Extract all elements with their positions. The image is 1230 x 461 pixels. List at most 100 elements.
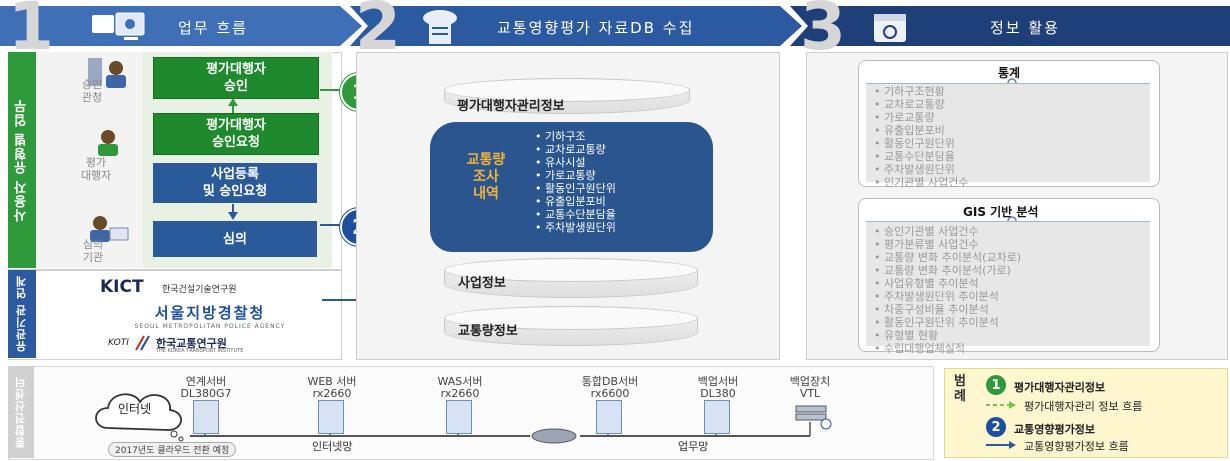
legend-circle-1: 1 xyxy=(986,375,1006,395)
police-logo: 서울지방경찰청 SEOUL METROPOLITAN POLICE AGENCY xyxy=(110,302,310,330)
gis-item: • 주차발생원단위 추이분석 xyxy=(874,290,999,303)
step-number-2: 2 xyxy=(355,0,401,65)
survey-item: • 가로교통량 xyxy=(535,169,596,182)
agent-info-db-label: 평가대행자관리정보 xyxy=(457,99,565,114)
project-info-db xyxy=(444,258,698,298)
server-link-icon xyxy=(193,400,219,434)
legend-solid-arrow-icon xyxy=(986,441,1016,449)
gis-item: • 교통량 변화 추이분석(교차로) xyxy=(874,251,1022,264)
gis-title: GIS 기반 분석 xyxy=(963,205,1039,219)
agent-info-db xyxy=(444,78,690,114)
gis-item: • 승인기관별 사업건수 xyxy=(874,225,979,238)
traffic-info-db xyxy=(444,306,698,346)
agent-approval-box[interactable]: 평가대행자 승인 xyxy=(153,57,319,99)
survey-db-title: 교통량 조사 내역 xyxy=(466,152,506,202)
review-box[interactable]: 심의 xyxy=(153,221,317,257)
koti-prefix: KOTI xyxy=(108,338,129,348)
agency-link-label: 유관기관 연계 xyxy=(8,270,36,358)
gis-list-bg xyxy=(866,221,1150,346)
stats-item: • 유출입분포비 xyxy=(874,124,945,137)
datacenter-label: 통합전산센터 xyxy=(8,366,34,458)
koti-stripes-icon xyxy=(135,335,150,351)
role-approval-office: 승인 관청 xyxy=(81,78,103,104)
internet-cloud-label: 인터넷 xyxy=(118,402,152,416)
project-registration-box[interactable]: 사업등록 및 승인요청 xyxy=(153,163,317,203)
gis-item: • 유형별 현황 xyxy=(874,329,939,342)
legend-agent-flow: 평가대행자관리 정보 흐름 xyxy=(1024,400,1143,413)
kict-name: 한국건설기술연구원 xyxy=(162,285,237,295)
stats-title: 통계 xyxy=(998,66,1021,80)
gis-item: • 교통량 변화 추이분석(가로) xyxy=(874,264,1011,277)
legend-title: 범례 xyxy=(954,374,966,404)
review-person-icon xyxy=(90,216,129,242)
user-type-label: 사용자 유형별 업무 xyxy=(8,52,36,268)
gis-item: • 평가분류별 사업건수 xyxy=(874,238,979,251)
stats-item: • 교통수단분담율 xyxy=(874,150,955,163)
role-review-agency: 심의 기관 xyxy=(82,238,104,264)
business-network-label: 업무망 xyxy=(678,440,709,453)
agencies-panel xyxy=(8,270,342,360)
legend-dashed-arrow-icon xyxy=(986,401,1016,409)
role-agent: 평가 대행자 xyxy=(80,156,112,182)
workflow-icon xyxy=(92,12,145,40)
traffic-info-db-label: 교통량정보 xyxy=(458,324,518,339)
stats-item: • 활동인구원단위 xyxy=(874,137,955,150)
server-was-icon xyxy=(446,400,472,434)
stats-list-bg xyxy=(866,83,1150,182)
survey-db xyxy=(430,122,713,252)
gis-item: • 활동인구원단위 추이분석 xyxy=(874,316,999,329)
survey-item: • 기하구조 xyxy=(535,130,586,143)
official-person-icon xyxy=(88,58,126,88)
legend-circle-2: 2 xyxy=(986,417,1006,437)
survey-item: • 활동인구원단위 xyxy=(535,182,616,195)
legend-impact-flow: 교통영향평가정보 흐름 xyxy=(1024,440,1129,453)
police-name-en: SEOUL METROPOLITAN POLICE AGENCY xyxy=(134,323,286,330)
survey-item: • 교차로교통량 xyxy=(535,143,606,156)
server-backup-icon xyxy=(704,400,730,434)
server-db-icon xyxy=(596,400,622,434)
survey-item: • 유출입분포비 xyxy=(535,195,606,208)
calendar-report-icon xyxy=(874,14,906,42)
step-title-2: 교통영향평가 자료DB 수집 xyxy=(497,19,695,37)
koti-name: 한국교통연구원 xyxy=(156,337,227,350)
workflow-arrows xyxy=(228,98,238,220)
stats-item: • 기하구조현황 xyxy=(874,85,945,98)
cloud-transition-note: 2017년도 클라우드 전환 예정 xyxy=(108,442,237,457)
stats-item: • 가로교통량 xyxy=(874,111,935,124)
legend-agent-info: 평가대행자관리정보 xyxy=(1014,381,1106,394)
legend-impact-info: 교통영향평가정보 xyxy=(1014,423,1095,436)
stats-list: • 기하구조현황 • 교차로교통량 • 가로교통량 • 유출입분포비 • 활동인… xyxy=(874,85,968,189)
step-title-3: 정보 활용 xyxy=(990,19,1060,37)
vtl-device-icon xyxy=(795,405,832,430)
stats-item: • 인기관별 사업건수 xyxy=(874,176,969,189)
gis-list: • 승인기관별 사업건수 • 평가분류별 사업건수 • 교통량 변화 추이분석(… xyxy=(874,225,1021,355)
police-name: 서울지방경찰청 xyxy=(154,304,266,322)
agent-person-icon xyxy=(98,130,118,156)
koti-logo: KOTI 한국교통연구원 THE KOREA TRANSPORT INSTITU… xyxy=(108,335,328,355)
step-title-1: 업무 흐름 xyxy=(178,19,248,37)
survey-item: • 주차발생원단위 xyxy=(535,221,616,234)
step-number-1: 1 xyxy=(8,0,54,65)
internet-cloud-icon xyxy=(95,393,184,442)
project-info-db-label: 사업정보 xyxy=(458,276,506,291)
internet-network-label: 인터넷망 xyxy=(312,440,353,453)
survey-item: • 교통수단분담율 xyxy=(535,208,616,221)
cloud-db-icon xyxy=(423,10,457,44)
stats-item: • 교차로교통량 xyxy=(874,98,945,111)
kict-logo: KICT 한국건설기술연구원 xyxy=(100,277,320,299)
step-number-3: 3 xyxy=(800,0,846,65)
stats-item: • 주차발생원단위 xyxy=(874,163,955,176)
gis-item: • 수립대행업체실적 xyxy=(874,342,965,355)
agent-approval-request-box[interactable]: 평가대행자 승인요청 xyxy=(153,113,319,155)
survey-item: • 유사시설 xyxy=(535,156,586,169)
server-web-icon xyxy=(318,400,344,434)
koti-name-en: THE KOREA TRANSPORT INSTITUTE xyxy=(156,348,244,354)
survey-item-list: • 기하구조 • 교차로교통량 • 유사시설 • 가로교통량 • 활동인구원단위… xyxy=(535,130,616,234)
gis-item: • 차종구성비율 추이분석 xyxy=(874,303,989,316)
